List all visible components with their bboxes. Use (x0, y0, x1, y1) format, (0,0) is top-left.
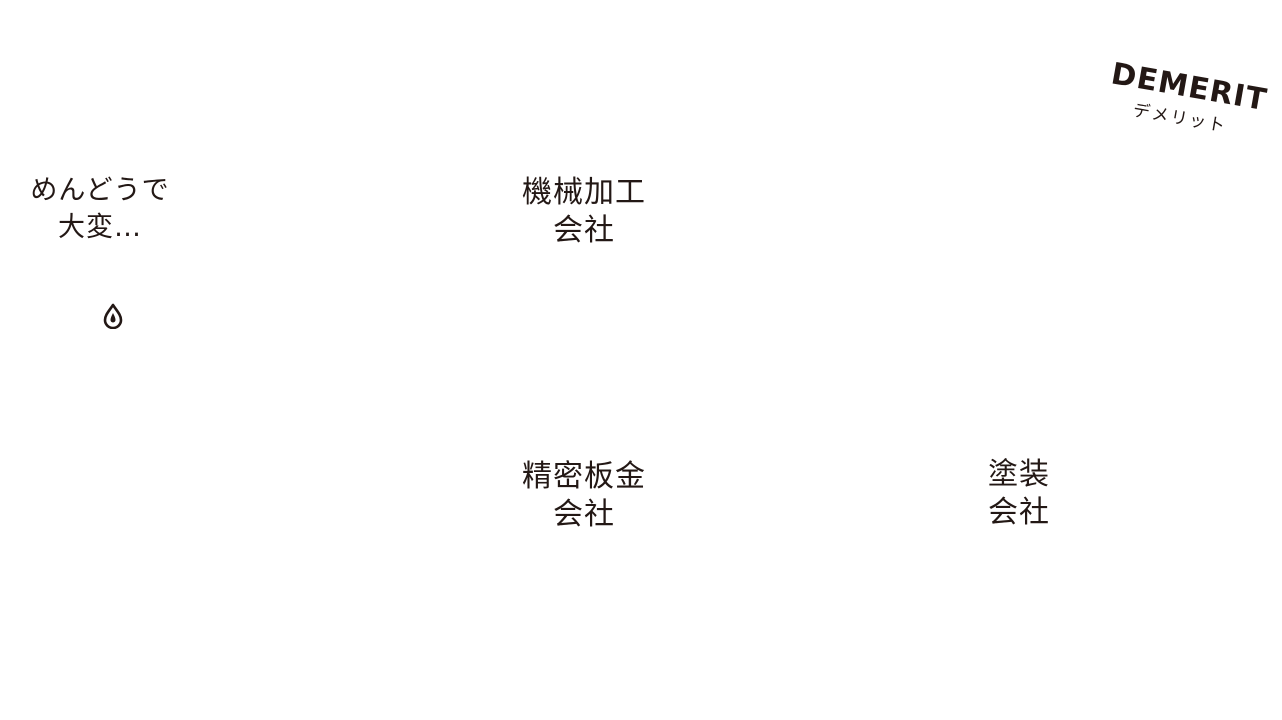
demerit-badge: DEMERIT デメリット (1104, 56, 1270, 141)
worry-line-2: 大変… (58, 212, 142, 244)
worry-line-1: めんどうで (30, 175, 170, 206)
sheetmetal-company-label: 精密板金 会社 (500, 458, 668, 533)
worry-caption: めんどうで 大変… (20, 172, 180, 247)
machining-company-label: 機械加工 会社 (500, 174, 668, 249)
sheetmetal-line-1: 精密板金 (522, 459, 646, 494)
painting-line-1: 塗装 (988, 457, 1050, 492)
sheetmetal-line-2: 会社 (553, 496, 615, 532)
machining-line-1: 機械加工 (522, 175, 646, 210)
machining-line-2: 会社 (553, 212, 615, 248)
painting-line-2: 会社 (988, 494, 1050, 530)
painting-company-label: 塗装 会社 (960, 456, 1078, 531)
sweat-drop-icon (103, 303, 123, 329)
